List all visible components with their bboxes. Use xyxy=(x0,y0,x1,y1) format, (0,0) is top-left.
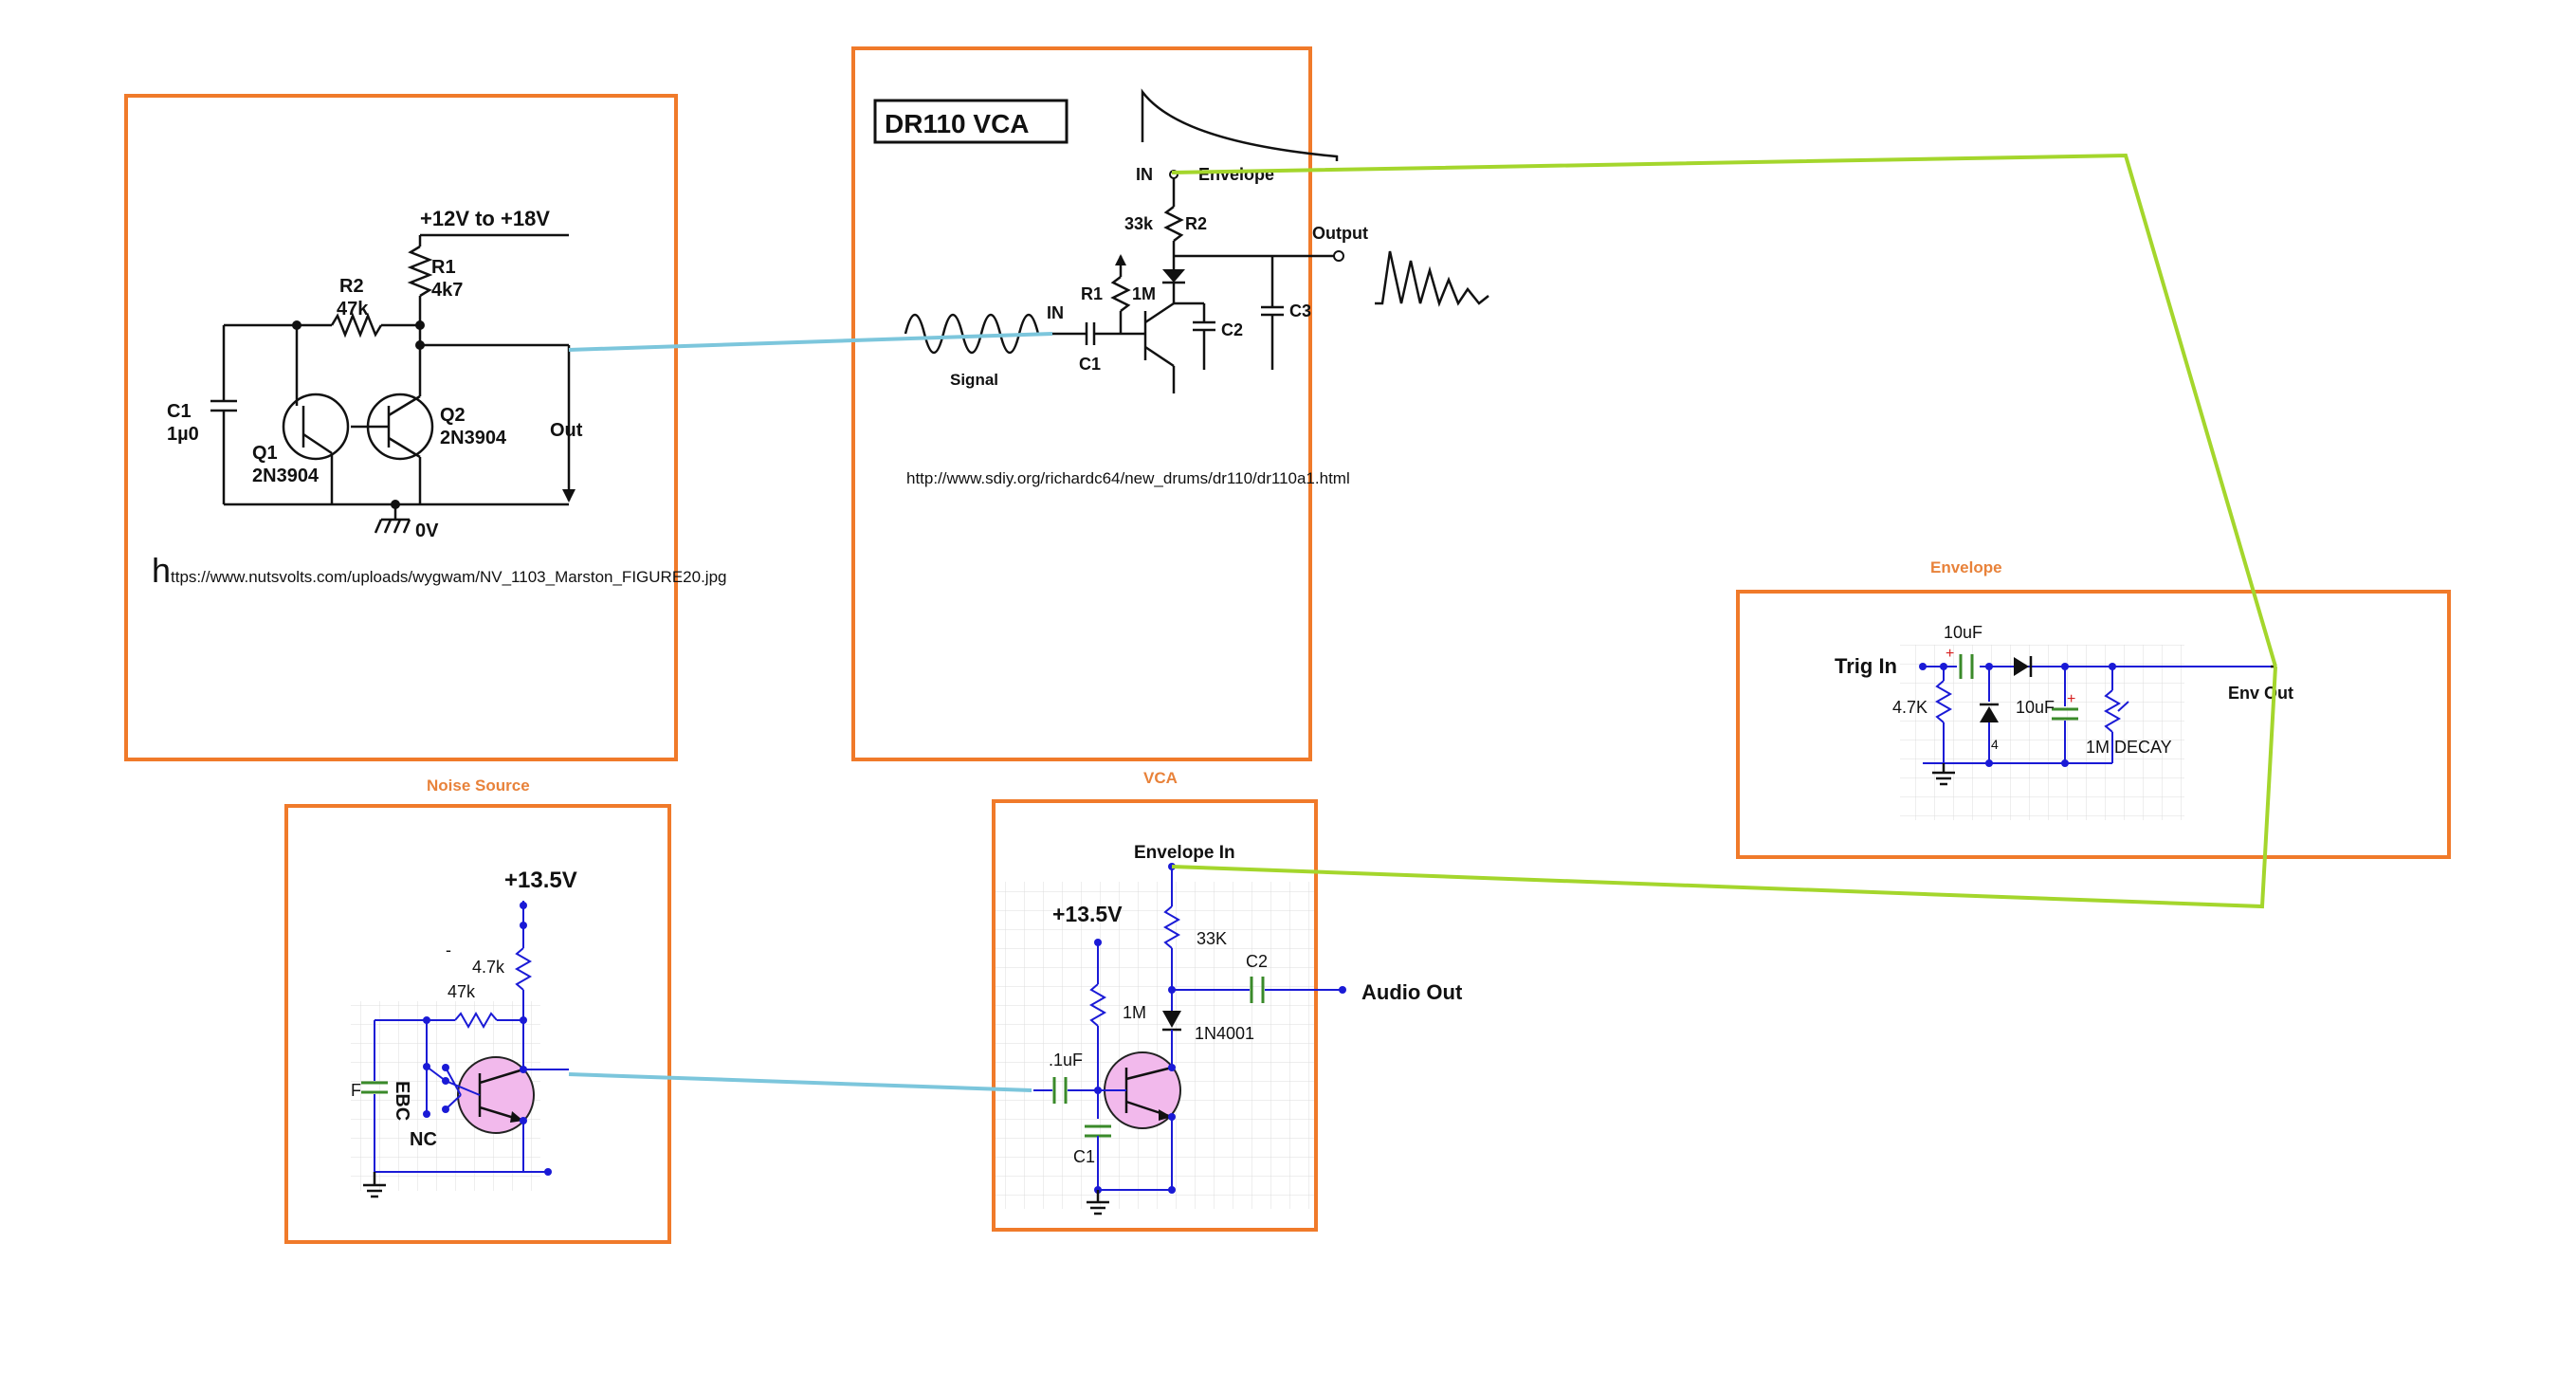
dr110-signal-label: Signal xyxy=(950,371,998,389)
envelope-panel-label: Envelope xyxy=(1930,558,2002,576)
q2-label: Q2 xyxy=(440,405,466,426)
ns-r-top-label: 4.7k xyxy=(472,958,505,977)
output-waveform xyxy=(1375,250,1489,307)
dr110-r2-value: 33k xyxy=(1124,214,1154,233)
c1-value: 1µ0 xyxy=(167,424,199,445)
r2-value: 47k xyxy=(337,299,369,320)
ns-r-side-label: 47k xyxy=(448,982,476,1001)
vca-diode-label: 1N4001 xyxy=(1195,1024,1254,1043)
r1-label: R1 xyxy=(431,257,456,278)
envelope-waveform xyxy=(1141,88,1339,161)
noise-out-to-dr110-in-link[interactable] xyxy=(568,332,1053,352)
r2-label: R2 xyxy=(339,276,364,297)
ground-label: 0V xyxy=(415,521,439,541)
dr110-r1-label: R1 xyxy=(1081,284,1103,303)
vca-c1-label: C1 xyxy=(1073,1147,1095,1166)
noise-source-panel[interactable]: Noise Source +13.5V 4.7k - 47k F xyxy=(284,777,671,1244)
dr110-c2-label: C2 xyxy=(1221,320,1243,339)
noise-source-label: Noise Source xyxy=(427,777,530,795)
dr110-title-box xyxy=(873,99,1069,144)
q1-label: Q1 xyxy=(252,443,278,464)
dr110-c3-label: C3 xyxy=(1289,302,1311,320)
env-cap2-label: 10uF xyxy=(2016,698,2055,717)
env-cap1-label: 10uF xyxy=(1944,623,1982,642)
noise-reference-panel[interactable]: +12V to +18V R1 4k7 R2 47k C1 1µ0 Q1 2N3… xyxy=(124,94,726,761)
r1-value: 4k7 xyxy=(431,280,463,301)
vca-cap-in-label: .1uF xyxy=(1049,1051,1083,1069)
dr110-url[interactable]: http://www.sdiy.org/richardc64/new_drums… xyxy=(906,469,1350,487)
dr110-title: DR110 VCA xyxy=(885,109,1030,138)
ns-nc-label: NC xyxy=(410,1129,437,1150)
source-url[interactable]: https://www.nutsvolts.com/uploads/wygwam… xyxy=(152,551,726,590)
vca-panel[interactable]: VCA Envelope In 33K C2 Audio Out 1N4001 … xyxy=(992,769,1463,1232)
ns-ebc-label: EBC xyxy=(392,1081,412,1121)
noise-source-frame xyxy=(284,804,671,1244)
q1-part: 2N3904 xyxy=(252,466,320,486)
env-plus-1: + xyxy=(1946,646,1954,662)
vca-env-in-label: Envelope In xyxy=(1134,843,1235,863)
envelope-panel[interactable]: Envelope Trig In 10uF + 4.7K 4 xyxy=(1736,558,2451,859)
vca-label: VCA xyxy=(1143,769,1178,787)
out-label: Out xyxy=(550,420,583,441)
dr110-vca-panel[interactable]: DR110 VCA IN Envelope 33k R2 Output R1 1… xyxy=(851,46,1489,761)
env-diode-number: 4 xyxy=(1991,737,1999,752)
vca-r2-label: 1M xyxy=(1123,1003,1146,1022)
ns-dash: - xyxy=(446,941,451,960)
q2-part: 2N3904 xyxy=(440,428,507,448)
dr110-r2-label: R2 xyxy=(1185,214,1207,233)
dr110-in-left: IN xyxy=(1047,303,1064,322)
vca-r1-label: 33K xyxy=(1197,929,1227,948)
dr110-r1-value: 1M xyxy=(1132,284,1156,303)
vca-frame xyxy=(992,799,1318,1232)
vca-audio-out-label: Audio Out xyxy=(1361,980,1463,1004)
ns-supply-label: +13.5V xyxy=(504,868,577,893)
ns-f-label: F xyxy=(351,1081,361,1100)
env-plus-2: + xyxy=(2067,691,2075,707)
envelope-to-dr110-link[interactable] xyxy=(1171,153,2277,667)
vca-supply-label: +13.5V xyxy=(1052,902,1123,926)
envelope-to-vca-link[interactable] xyxy=(1171,666,2277,909)
vca-c2-label: C2 xyxy=(1246,952,1268,971)
dr110-c1-label: C1 xyxy=(1079,355,1101,374)
env-res-label: 4.7K xyxy=(1892,698,1927,717)
c1-label: C1 xyxy=(167,401,192,422)
dr110-output-label: Output xyxy=(1312,224,1368,243)
envelope-frame xyxy=(1736,590,2451,859)
env-out-label: Env Out xyxy=(2228,684,2293,703)
dr110-envelope-label: Envelope xyxy=(1198,165,1274,184)
supply-label: +12V to +18V xyxy=(420,207,550,230)
dr110-in-top: IN xyxy=(1136,165,1153,184)
trig-in-label: Trig In xyxy=(1835,654,1897,678)
noise-reference-frame xyxy=(124,94,678,761)
connection-lines xyxy=(568,153,2277,1092)
dr110-frame xyxy=(851,46,1312,761)
noise-source-to-vca-link[interactable] xyxy=(568,1072,1032,1092)
env-pot-label: 1M DECAY xyxy=(2086,738,2172,757)
